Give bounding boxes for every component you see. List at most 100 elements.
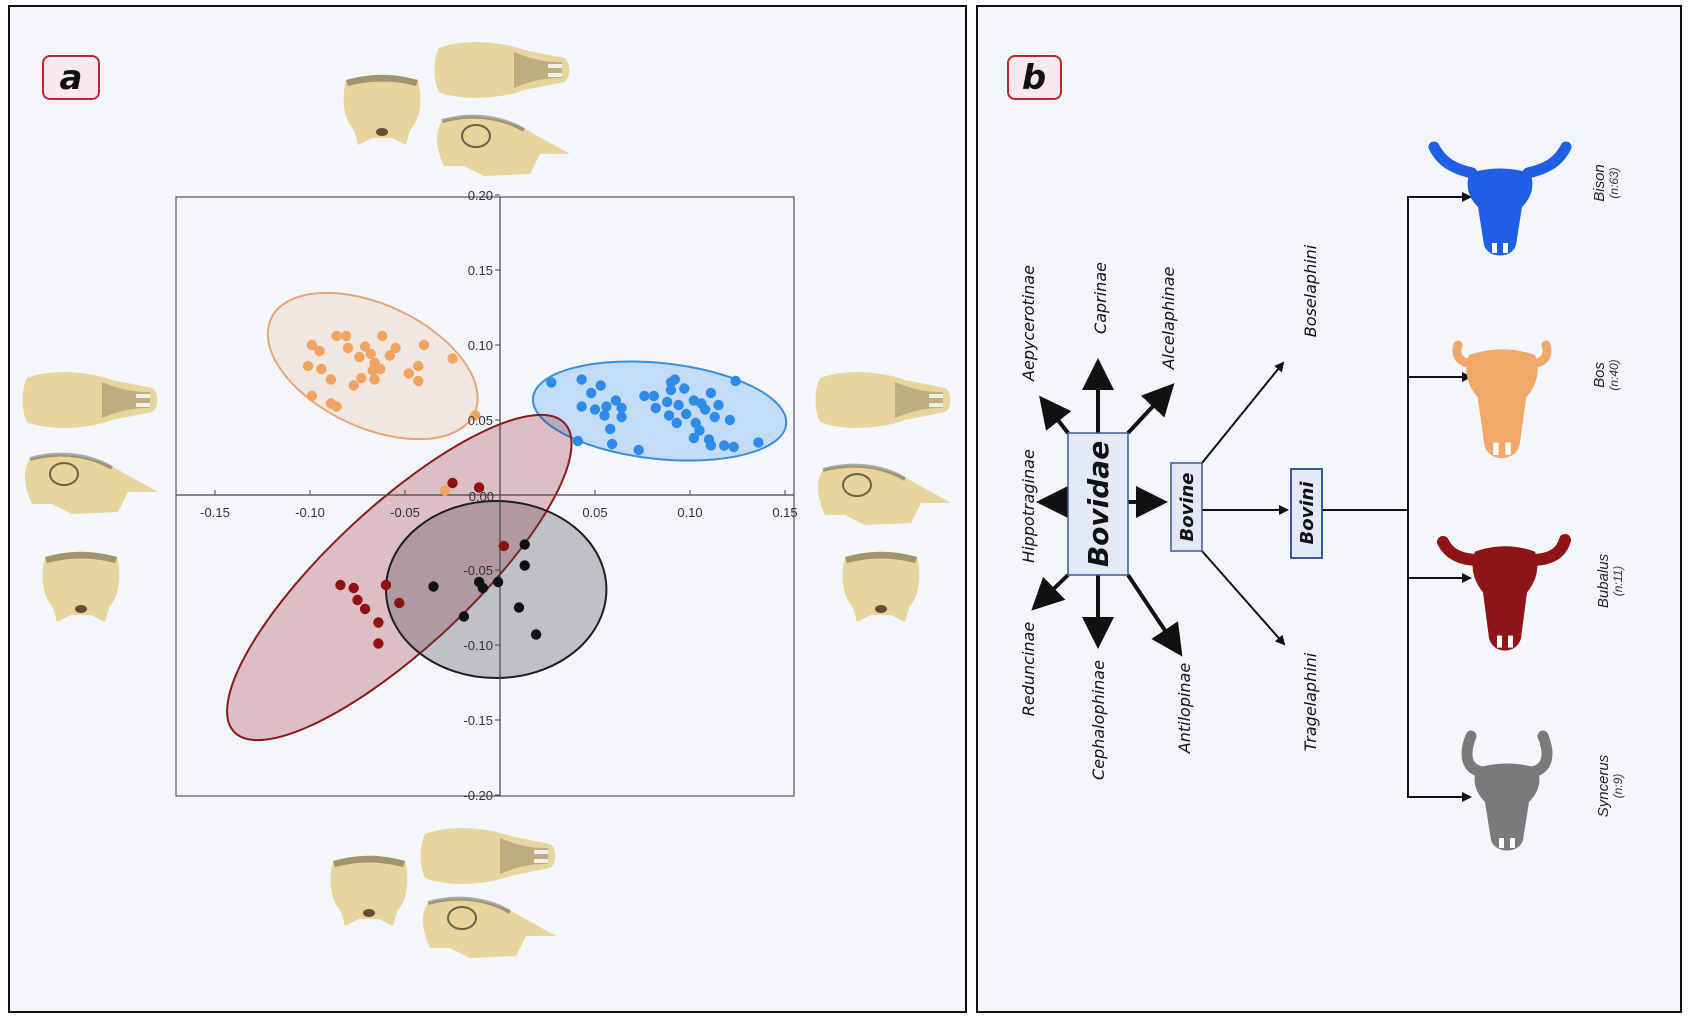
data-points — [302, 330, 764, 649]
genus-bubalus: Bubalus (n:11) — [1437, 534, 1625, 651]
data-point-group-3 — [530, 629, 542, 640]
data-point-group-1 — [639, 390, 650, 402]
data-point-group-0 — [356, 372, 367, 384]
confidence-ellipses — [226, 291, 788, 742]
data-point-group-2 — [352, 594, 363, 606]
syncerus-skull-icon — [1461, 730, 1553, 851]
bovini-box: Bovini — [1290, 468, 1323, 559]
data-point-group-2 — [348, 582, 359, 594]
tribe-label: Tragelaphini — [1301, 652, 1320, 751]
family-label: Bovidae — [1082, 441, 1115, 567]
data-point-group-2 — [498, 540, 509, 552]
data-point-group-3 — [513, 602, 525, 613]
data-point-group-1 — [595, 380, 606, 391]
subfamily-label: Hippotraginae — [1019, 449, 1038, 563]
data-point-group-0 — [316, 363, 327, 375]
data-point-group-1 — [606, 438, 618, 450]
data-point-group-3 — [492, 576, 504, 588]
data-point-group-2 — [447, 477, 458, 489]
genus-syncerus: Syncerus (n:9) — [1461, 730, 1625, 851]
data-point-group-0 — [306, 390, 318, 402]
subfamily-label: Antilopinae — [1175, 663, 1194, 755]
data-point-group-1 — [605, 423, 616, 435]
data-point-group-0 — [413, 375, 424, 387]
y-tick-label: -0.15 — [463, 713, 493, 728]
data-point-group-1 — [546, 377, 557, 388]
plot-frame — [175, 196, 795, 797]
data-point-group-0 — [325, 374, 337, 385]
data-point-group-1 — [601, 401, 612, 412]
genus-bison: Bison (n:63) — [1428, 141, 1621, 256]
data-point-group-1 — [663, 410, 675, 421]
y-tick-label: 0.10 — [468, 338, 493, 353]
data-point-group-0 — [367, 365, 378, 376]
sample-count: (n:9) — [1611, 774, 1625, 799]
data-point-group-1 — [713, 399, 724, 411]
data-point-group-0 — [418, 339, 430, 351]
y-tick-label: -0.05 — [463, 563, 493, 578]
confidence-ellipse-3 — [385, 500, 608, 679]
data-point-group-1 — [586, 387, 597, 399]
data-point-group-3 — [477, 582, 489, 594]
data-point-group-1 — [616, 411, 627, 423]
sample-count: (n:11) — [1611, 566, 1625, 596]
x-tick-label: 0.05 — [582, 505, 607, 520]
bovidae-box: Bovidae — [1067, 432, 1129, 576]
data-point-group-1 — [709, 411, 720, 423]
data-point-group-2 — [380, 579, 392, 591]
arrow-boselaphini — [1201, 361, 1285, 464]
data-point-group-1 — [576, 401, 587, 412]
y-tick-label: 0.20 — [468, 188, 493, 203]
confidence-ellipse-2 — [226, 413, 573, 742]
genus-bos: Bos (n:40) — [1452, 340, 1621, 459]
subfamily-label: Aepycerotinae — [1019, 265, 1038, 382]
data-point-group-1 — [616, 402, 627, 414]
data-point-group-1 — [610, 395, 622, 406]
data-point-group-0 — [390, 342, 401, 354]
data-point-group-0 — [340, 330, 352, 342]
data-point-group-1 — [673, 399, 684, 411]
data-point-group-2 — [373, 617, 384, 628]
data-point-group-1 — [700, 404, 711, 415]
taxonomy-diagram — [1031, 192, 1472, 802]
data-point-group-2 — [359, 603, 371, 615]
x-tick-label: -0.05 — [390, 505, 420, 520]
data-point-group-1 — [650, 402, 661, 414]
subfamily-focus-label: Bovine — [1177, 472, 1198, 541]
data-point-group-1 — [694, 425, 705, 436]
data-point-group-2 — [473, 482, 485, 493]
data-point-group-2 — [394, 597, 405, 609]
panel-b-letter: b — [1022, 58, 1046, 98]
data-point-group-1 — [633, 444, 644, 456]
y-tick-label: -0.10 — [463, 638, 493, 653]
data-point-group-1 — [728, 441, 739, 453]
data-point-group-0 — [377, 330, 388, 342]
data-point-group-0 — [314, 345, 325, 357]
subfamily-label: Alcelaphinae — [1159, 266, 1178, 370]
bovine-box: Bovine — [1170, 462, 1203, 552]
data-point-group-1 — [679, 383, 690, 394]
arrow-tragelaphini — [1201, 550, 1286, 646]
data-point-group-0 — [354, 351, 365, 363]
data-point-group-0 — [359, 341, 371, 352]
bison-skull-icon — [1428, 141, 1572, 256]
data-point-group-1 — [688, 432, 699, 444]
data-point-group-1 — [681, 408, 692, 420]
data-point-group-1 — [730, 375, 741, 387]
data-point-group-1 — [589, 404, 601, 415]
data-point-group-1 — [665, 384, 677, 396]
sample-count: (n:63) — [1607, 167, 1621, 198]
subfamily-labels: Aepycerotinae Caprinae Alcelaphinae Hipp… — [1019, 262, 1194, 780]
data-point-group-0 — [331, 330, 342, 342]
data-point-group-2 — [335, 579, 346, 591]
tribe-labels: Boselaphini Tragelaphini — [1301, 244, 1320, 751]
x-tick-label: 0.15 — [772, 505, 797, 520]
arrow-aepycerotinae — [1039, 395, 1072, 435]
sample-count: (n:40) — [1607, 359, 1621, 390]
tribe-focus-label: Bovini — [1297, 481, 1318, 545]
data-point-group-0 — [348, 380, 359, 391]
data-point-group-3 — [519, 539, 530, 550]
data-point-group-1 — [724, 414, 736, 426]
